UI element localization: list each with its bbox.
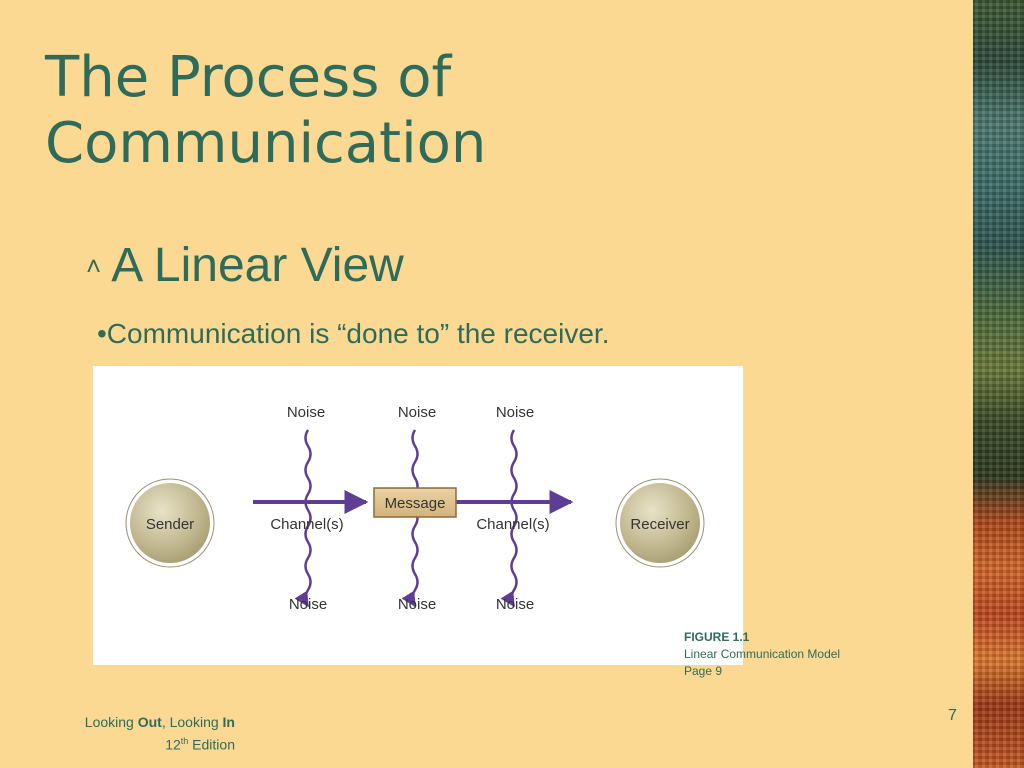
receiver-label: Receiver [630, 516, 689, 533]
footer-edition-num: 12 [165, 736, 181, 753]
noise-arrow-2 [401, 429, 419, 608]
footer-out: Out [137, 714, 162, 730]
footer-in: In [222, 714, 235, 730]
sender-circle [128, 481, 212, 565]
noise-label-bottom-3: Noise [496, 596, 534, 613]
figure-number: FIGURE 1.1 [684, 630, 750, 644]
sender-label: Sender [146, 516, 194, 533]
figure-page: Page 9 [684, 664, 723, 678]
bullet-point: •Communication is “done to” the receiver… [97, 318, 610, 349]
slide-title: The Process of Communication [45, 45, 945, 177]
footer-comma-looking: , Looking [161, 714, 223, 730]
noise-label-bottom-1: Noise [289, 596, 327, 613]
decorative-texture-strip [973, 0, 1024, 768]
receiver-circle [618, 481, 702, 565]
figure-title: Linear Communication Model [684, 647, 841, 661]
footer-book-title: Looking Out, Looking In 12th Edition [30, 713, 235, 755]
footer-title-line: Looking Out, Looking In [30, 713, 235, 732]
figure-caption: FIGURE 1.1 Linear Communication Model Pa… [684, 629, 840, 680]
title-line-1: The Process of [45, 45, 452, 110]
footer-edition-sup: th [180, 736, 189, 746]
noise-label-top-1: Noise [287, 404, 325, 421]
footer-edition-word: Edition [188, 736, 235, 753]
noise-arrow-3 [500, 429, 518, 608]
footer-edition: 12th Edition [30, 732, 235, 755]
title-line-2: Communication [45, 111, 487, 176]
channel-label-right: Channel(s) [476, 516, 549, 533]
subheading-text: A Linear View [111, 239, 404, 292]
noise-arrow-1 [294, 429, 312, 608]
bullet-icon: ˄ [86, 250, 102, 281]
channel-label-left: Channel(s) [270, 516, 343, 533]
footer-looking: Looking [84, 714, 138, 730]
diagram-svg: Noise Noise Noise Noise Noise Noise Send… [125, 404, 705, 613]
noise-label-top-3: Noise [496, 404, 534, 421]
message-label: Message [385, 495, 446, 512]
linear-communication-diagram: Noise Noise Noise Noise Noise Noise Send… [93, 366, 743, 665]
noise-label-top-2: Noise [398, 404, 436, 421]
noise-label-bottom-2: Noise [398, 596, 436, 613]
subheading: ˄ A Linear View [86, 238, 404, 293]
message-box [373, 487, 457, 518]
page-number: 7 [948, 707, 957, 724]
